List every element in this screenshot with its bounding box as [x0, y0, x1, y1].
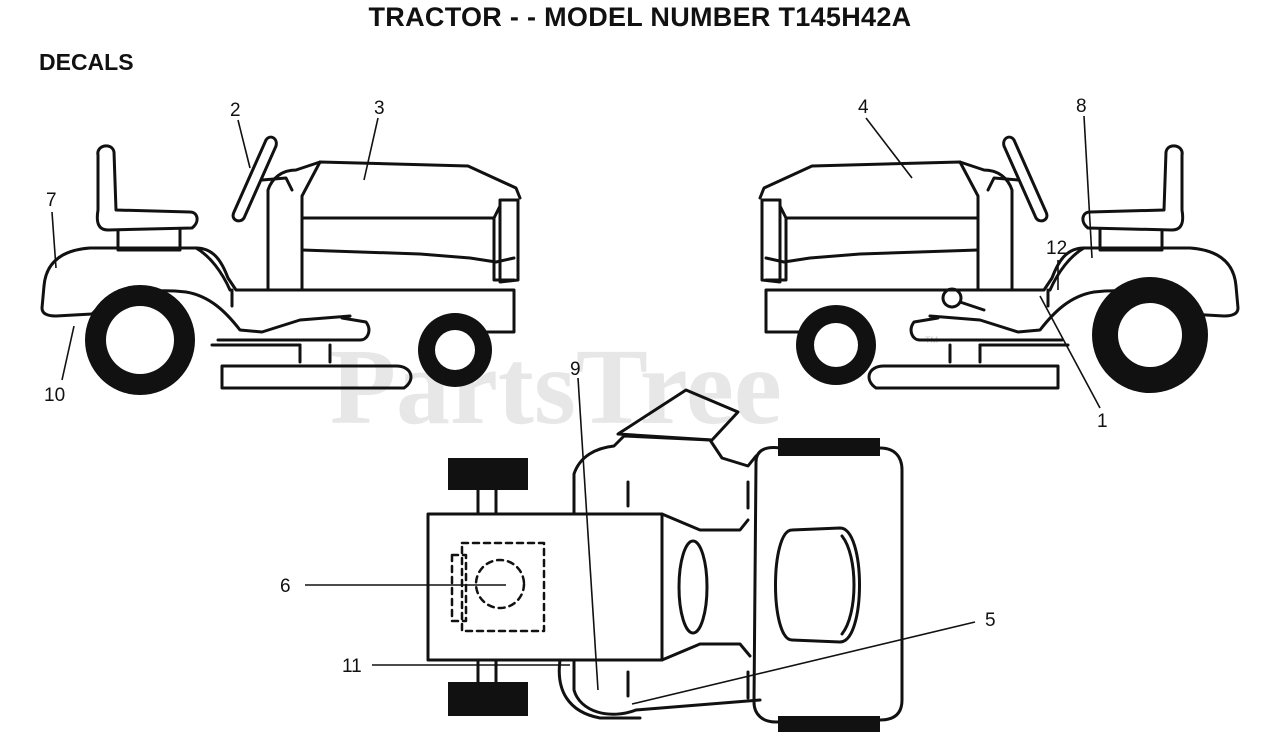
- callout-11: 11: [342, 656, 362, 677]
- callout-2: 2: [230, 100, 241, 121]
- callout-3: 3: [374, 98, 385, 119]
- left-view-front-wheel: [418, 313, 492, 387]
- right-view-front-wheel: [796, 305, 876, 385]
- callout-5: 5: [985, 610, 996, 631]
- tractor-top-view: [426, 388, 904, 732]
- right-view-rear-wheel: [1092, 277, 1208, 393]
- callout-6: 6: [280, 576, 291, 597]
- callout-7: 7: [46, 190, 57, 211]
- callout-10: 10: [44, 385, 65, 406]
- callout-1: 1: [1097, 411, 1108, 432]
- callout-9: 9: [570, 359, 581, 380]
- leader-lines: [51, 115, 1101, 705]
- left-view-rear-wheel: [85, 285, 195, 395]
- top-view-rear-wheel-upper: [448, 458, 528, 490]
- top-view-rear-wheel-lower: [448, 682, 528, 716]
- callout-4: 4: [858, 97, 869, 118]
- page-title: TRACTOR - - MODEL NUMBER T145H42A: [368, 2, 912, 32]
- callout-12: 12: [1046, 238, 1067, 259]
- section-title: DECALS: [39, 49, 134, 75]
- callout-8: 8: [1076, 96, 1087, 117]
